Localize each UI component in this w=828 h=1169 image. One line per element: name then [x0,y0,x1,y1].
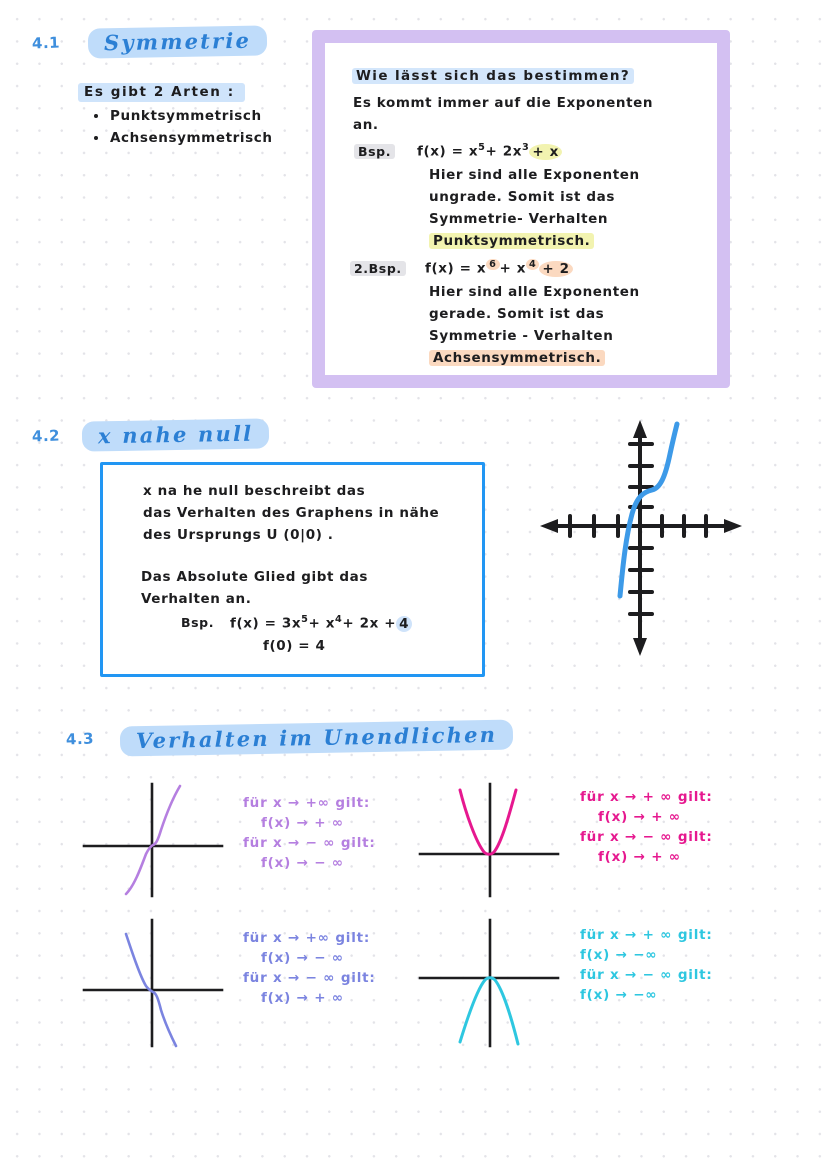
box-line-5: Verhalten an. [141,591,252,607]
limit-text-odd-positive: für x → +∞ gilt: f(x) → + ∞ für x → − ∞ … [243,793,376,873]
bullet-label: Achsensymmetrisch [110,130,273,146]
box-line-1: x na he null beschreibt das [143,483,366,499]
formula-suffix: + 2 [539,260,573,277]
limit-line: f(x) → − ∞ [261,855,344,871]
formula-prefix: f(x) = x [417,143,479,160]
list-item: Punktsymmetrisch [94,108,262,124]
graph-even-positive [418,782,560,898]
limit-text-odd-negative: für x → +∞ gilt: f(x) → − ∞ für x → − ∞ … [243,928,376,1008]
limit-line: für x → − ∞ gilt: [580,967,713,983]
symmetry-explanation-box: Wie lässt sich das bestimmen? Es kommt i… [312,30,730,388]
example-2-result: Achsensymmetrisch. [429,350,606,366]
example-2-explain-3: Symmetrie - Verhalten [429,328,614,344]
limit-line: f(x) → − ∞ [261,950,344,966]
formula-exponent-1: 5 [301,614,309,625]
limit-line: f(x) → + ∞ [261,815,344,831]
example-1-explain-3: Symmetrie- Verhalten [429,211,609,227]
section-title-verhalten-unendlichen: Verhalten im Unendlichen [119,719,514,757]
graph-odd-negative [82,918,224,1048]
section-number-4-1: 4.1 [31,33,61,53]
section-title-symmetrie: Symmetrie [87,25,268,59]
limit-line: für x → − ∞ gilt: [243,835,376,851]
section-number-4-2: 4.2 [31,426,61,446]
formula-exponent-1: 5 [478,142,486,153]
limit-line: für x → + ∞ gilt: [580,789,713,805]
bullet-dot-icon [94,136,98,140]
limit-line: für x → +∞ gilt: [243,930,371,946]
formula-mid: + 2x [485,143,523,160]
x-axis-arrow-left [540,519,558,533]
graph-even-negative [418,918,560,1048]
y-axis-arrow-down [633,638,647,656]
limit-line: f(x) → + ∞ [598,809,681,825]
section-title-x-nahe-null: x nahe null [81,418,270,452]
formula-exponent-1: 6 [486,259,500,270]
box-line-2: das Verhalten des Graphens in nähe [143,505,440,521]
example-formula: f(x) = 3x5+ x4+ 2x +4 [230,614,413,632]
formula-exponent-2: 4 [526,259,540,270]
limit-text-even-positive: für x → + ∞ gilt: f(x) → + ∞ für x → − ∞… [580,787,713,867]
x-nahe-null-box: x na he null beschreibt das das Verhalte… [100,462,485,677]
limit-line: f(x) → −∞ [580,947,658,963]
example-1-explain-2: ungrade. Somit ist das [429,189,615,205]
x-axis-arrow-right [724,519,742,533]
limit-line: für x → +∞ gilt: [243,795,371,811]
example-value: f(0) = 4 [263,638,326,654]
box-line-3: des Ursprungs U (0|0) . [143,527,334,543]
list-item: Achsensymmetrisch [94,130,273,146]
limit-line: f(x) → + ∞ [598,849,681,865]
box-heading: Wie lässt sich das bestimmen? [352,68,635,84]
box-intro-line-1: Es kommt immer auf die Exponenten [353,95,654,111]
limit-line: für x → − ∞ gilt: [243,970,376,986]
curve-even-negative [458,976,520,1046]
bullet-label: Punktsymmetrisch [110,108,262,124]
example-2-explain-2: gerade. Somit ist das [429,306,605,322]
formula-suffix: + 2x + [342,615,397,632]
formula-mid: + x [499,260,527,277]
formula-mid: + x [308,615,336,632]
example-label: Bsp. [181,615,215,630]
example-1-label: Bsp. [354,144,396,159]
symmetry-lead-text: Es gibt 2 Arten : [78,83,245,102]
curve-cubic-saddle [617,421,680,599]
example-2-explain-1: Hier sind alle Exponenten [429,284,640,300]
y-axis-arrow-up [633,420,647,438]
formula-suffix: + x [529,143,562,160]
formula-prefix: f(x) = 3x [230,615,302,632]
limit-line: für x → − ∞ gilt: [580,829,713,845]
box-intro-line-2: an. [353,117,379,133]
example-1-formula: f(x) = x5+ 2x3+ x [417,142,562,160]
limit-line: f(x) → −∞ [580,987,658,1003]
bullet-dot-icon [94,114,98,118]
example-2-label: 2.Bsp. [350,261,406,276]
example-1-explain-1: Hier sind alle Exponenten [429,167,640,183]
curve-even-positive [458,788,518,856]
formula-exponent-2: 4 [335,614,343,625]
formula-absolute-term: 4 [396,615,413,632]
section-number-4-3: 4.3 [65,729,95,749]
limit-text-even-negative: für x → + ∞ gilt: f(x) → −∞ für x → − ∞ … [580,925,713,1005]
formula-prefix: f(x) = x [425,260,487,277]
curve-odd-negative [124,932,178,1048]
box-line-4: Das Absolute Glied gibt das [141,569,368,585]
graph-odd-positive [82,782,224,898]
example-1-result: Punktsymmetrisch. [429,233,595,249]
graph-x-nahe-null [540,420,742,656]
curve-odd-positive [124,784,182,896]
formula-exponent-2: 3 [522,142,530,153]
limit-line: für x → + ∞ gilt: [580,927,713,943]
limit-line: f(x) → + ∞ [261,990,344,1006]
